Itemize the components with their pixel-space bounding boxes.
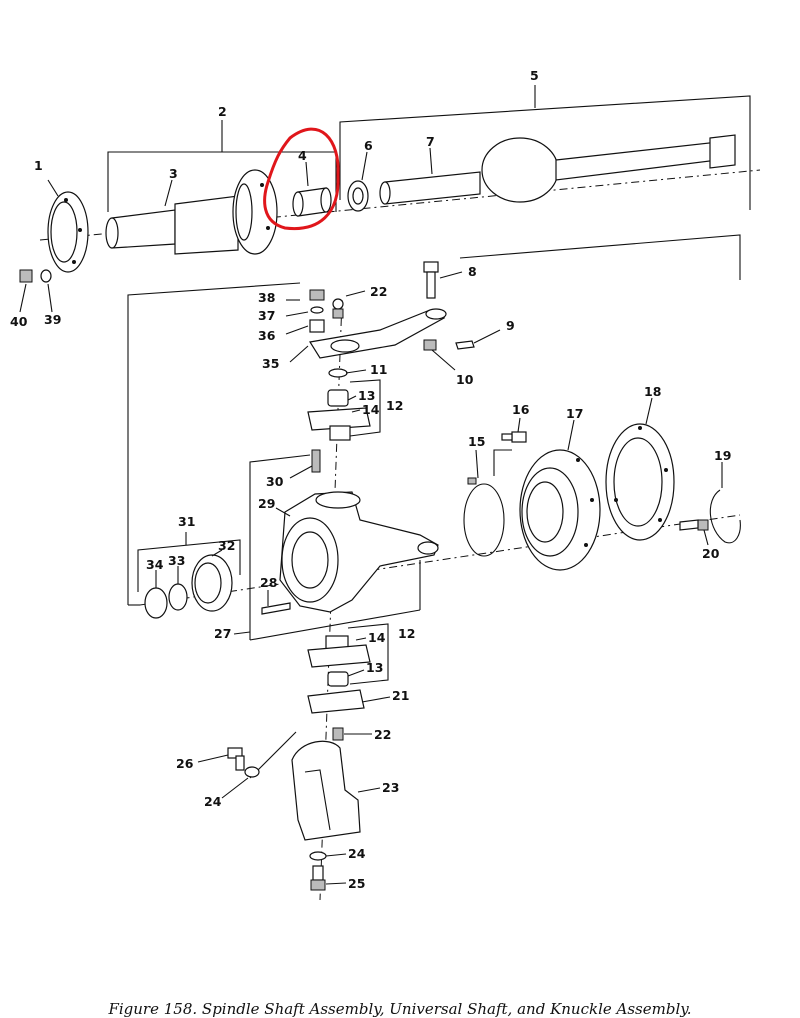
bracket-5 — [339, 85, 751, 210]
callout-2: 2 — [218, 104, 227, 119]
stud-part-30 — [311, 449, 321, 473]
exploded-parts-diagram: 1 2 3 4 5 6 7 8 9 10 11 12 13 14 15 16 1… — [10, 68, 761, 901]
figure-caption: Figure 158. Spindle Shaft Assembly, Univ… — [108, 1000, 692, 1018]
callout-20: 20 — [702, 546, 720, 561]
callout-5: 5 — [530, 68, 539, 83]
callout-35: 35 — [262, 356, 279, 371]
callout-39: 39 — [44, 312, 61, 327]
bracket-2 — [107, 120, 337, 212]
callout-1: 1 — [34, 158, 43, 173]
washer-part-24 — [244, 766, 260, 778]
universal-shaft-part-7 — [379, 134, 736, 205]
callout-24b: 24 — [348, 846, 366, 861]
nut-part-40 — [19, 269, 33, 283]
bearing-part-13 — [327, 389, 349, 407]
grease-fitting-part-22 — [332, 298, 344, 319]
callout-3: 3 — [169, 166, 178, 181]
callout-22b: 22 — [374, 727, 391, 742]
callout-33: 33 — [168, 553, 185, 568]
callout-10: 10 — [456, 372, 474, 387]
snap-ring-part-15 — [463, 477, 505, 557]
spindle-shaft-part-3 — [105, 169, 278, 255]
washer-part-24-lower — [309, 851, 327, 861]
knuckle-part-29 — [279, 491, 439, 613]
seal-part-32 — [191, 554, 233, 612]
callout-16: 16 — [512, 402, 530, 417]
nut-part-38 — [309, 289, 325, 301]
bolt-part-25 — [310, 865, 326, 891]
callout-6: 6 — [364, 138, 373, 153]
callout-4: 4 — [298, 148, 307, 163]
flange-part-1 — [47, 179, 89, 273]
callout-24a: 24 — [204, 794, 222, 809]
plate-part-21 — [307, 689, 365, 714]
bolt-part-8 — [423, 261, 439, 299]
callout-29: 29 — [258, 496, 275, 511]
washer-part-6 — [347, 151, 369, 212]
callout-9: 9 — [506, 318, 515, 333]
grease-fitting-part-22-lower — [332, 727, 344, 741]
leader-lines — [19, 271, 723, 885]
callout-13a: 13 — [358, 388, 375, 403]
callout-40: 40 — [10, 314, 28, 329]
callout-34: 34 — [146, 557, 164, 572]
callout-32: 32 — [218, 538, 235, 553]
callout-12b: 12 — [398, 626, 415, 641]
pin-part-9 — [455, 340, 475, 350]
callout-14a: 14 — [362, 402, 380, 417]
cap-part-14-upper — [307, 407, 371, 441]
callout-22a: 22 — [370, 284, 387, 299]
ring-part-34 — [144, 587, 168, 619]
callout-36: 36 — [258, 328, 276, 343]
callout-labels: 1 2 3 4 5 6 7 8 9 10 11 12 13 14 15 16 1… — [10, 68, 731, 891]
callout-30: 30 — [266, 474, 284, 489]
highlight-circle — [263, 127, 340, 231]
stud-part-28 — [261, 602, 291, 615]
callout-28: 28 — [260, 575, 277, 590]
callout-11: 11 — [370, 362, 387, 377]
washer-part-39 — [40, 269, 52, 283]
callout-23: 23 — [382, 780, 399, 795]
callout-27: 27 — [214, 626, 231, 641]
callout-13b: 13 — [366, 660, 383, 675]
callout-17: 17 — [566, 406, 583, 421]
bolt-part-20 — [679, 519, 709, 531]
callout-38: 38 — [258, 290, 275, 305]
bolt-part-16 — [501, 431, 527, 443]
washer-part-37 — [310, 306, 324, 314]
gasket-part-18 — [605, 423, 675, 541]
callout-15: 15 — [468, 434, 485, 449]
cap-part-14-lower — [307, 635, 371, 668]
ring-part-19 — [709, 489, 741, 544]
seal-part-11 — [328, 368, 348, 378]
bearing-part-13-lower — [327, 671, 349, 687]
callout-26: 26 — [176, 756, 194, 771]
bracket-part-23 — [249, 731, 361, 841]
callout-19: 19 — [714, 448, 731, 463]
nut-part-10 — [423, 339, 437, 351]
hub-part-17 — [519, 449, 601, 571]
bolt-part-26 — [227, 747, 245, 771]
bushing-part-36 — [309, 319, 325, 333]
callout-7: 7 — [426, 134, 435, 149]
callout-12a: 12 — [386, 398, 403, 413]
callout-31: 31 — [178, 514, 195, 529]
callout-8: 8 — [468, 264, 477, 279]
callout-14b: 14 — [368, 630, 386, 645]
callout-21: 21 — [392, 688, 409, 703]
bushing-part-4 — [292, 161, 332, 217]
steering-arm-part-35 — [309, 308, 447, 359]
callout-37: 37 — [258, 308, 275, 323]
ring-part-33 — [168, 583, 188, 611]
callout-25: 25 — [348, 876, 365, 891]
callout-18: 18 — [644, 384, 661, 399]
